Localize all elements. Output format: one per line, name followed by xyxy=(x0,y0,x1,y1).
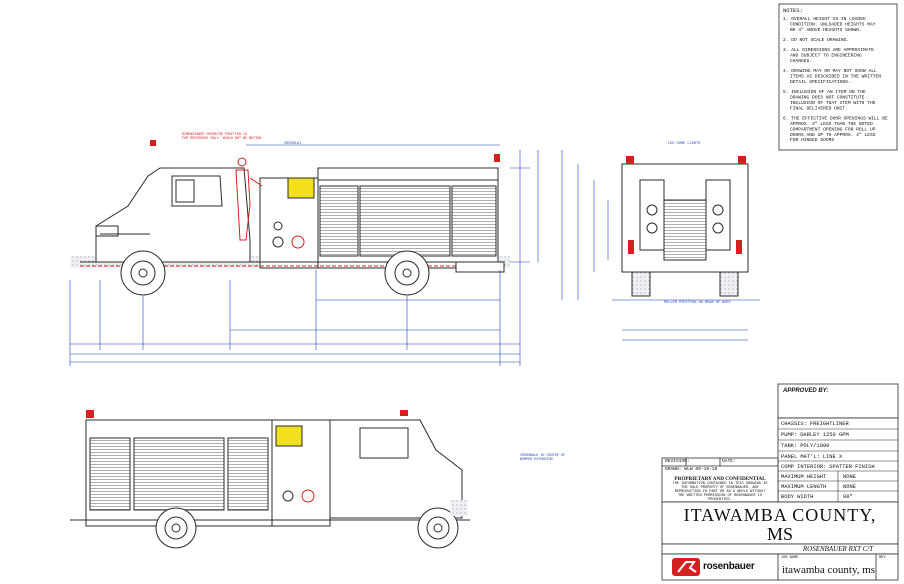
brand-wordmark: rosenbauer xyxy=(703,561,755,572)
spec-row: CHASSIS:FREIGHTLINER xyxy=(781,421,897,427)
note-line: BE 4" ABOVE HEIGHTS SHOWN. xyxy=(790,27,862,33)
customer-line-1: ITAWAMBA COUNTY, xyxy=(683,505,877,525)
opposite-side-view-truck xyxy=(70,410,470,549)
notes-text: 1. OVERALL HEIGHT IS IN LOADEDCONDITION.… xyxy=(783,16,888,143)
spec-value: DARLEY 1250 GPM xyxy=(800,432,849,438)
proprietary-line: THE SOLE PROPERTY OF ROSENBAUER. ANY xyxy=(681,485,759,490)
spec-value: FREIGHTLINER xyxy=(809,421,849,427)
rear-wheel xyxy=(384,250,430,296)
note-line: INCLUSION OF THAT ITEM WITH THE xyxy=(790,100,876,106)
spec-rows xyxy=(778,428,898,502)
spec-label: TANK: xyxy=(781,443,798,449)
spec-label: CHASSIS: xyxy=(781,421,807,427)
model-name: ROSENBAUER RXT C/T xyxy=(802,545,874,553)
proprietary-line: THE WRITTEN PERMISSION OF ROSENBAUER IS xyxy=(677,493,763,498)
spec-row: BODY WIDTH 98" xyxy=(781,494,897,500)
date-label: DATE: xyxy=(722,459,736,464)
drawn-value: WLW xyxy=(684,467,693,472)
proprietary-line: THE INFORMATION CONTAINED IN THIS DRAWIN… xyxy=(672,482,768,486)
spec-value: NONE xyxy=(843,474,856,480)
foam-tank xyxy=(287,177,315,199)
spec-row: MAXIMUM LENGTH NONE xyxy=(781,484,897,490)
operator-figure xyxy=(235,157,263,241)
note-line: DRAWING DOES NOT CONSTITUTE xyxy=(790,95,865,101)
note-line: APPROX. 3" LESS THAN THE NOTED xyxy=(790,121,873,127)
rear-light-note: LED DOME LIGHTS xyxy=(668,142,701,146)
spec-value: POLY/1000 xyxy=(800,443,830,449)
drawn-label: DRAWN: xyxy=(665,467,682,472)
proprietary-line: REPRODUCTION IN PART OR AS A WHOLE WITHO… xyxy=(674,489,766,494)
spec-label: BODY WIDTH xyxy=(781,494,814,500)
note-line: CONDITION. UNLOADED HEIGHTS MAY xyxy=(790,21,876,27)
operator-note-line: DIMENSIONED OPERATOR POSITION IS xyxy=(182,133,248,137)
note-line: FOR HINGED DOORS xyxy=(790,137,834,143)
note-line: AND SUBJECT TO ENGINEERING xyxy=(790,53,862,59)
note-line: 3. ALL DIMENSIONS ARE APPROXIMATE xyxy=(783,47,874,53)
rear-wheel-lower xyxy=(155,507,197,549)
front-wheel xyxy=(120,250,166,296)
rosenbauer-logo-icon xyxy=(672,558,700,576)
revision-label: REVISION: xyxy=(665,459,690,464)
front-wheel-lower xyxy=(417,507,459,549)
foam-tank-lower xyxy=(275,425,303,447)
cab-lower xyxy=(329,419,463,519)
side-view-truck xyxy=(70,140,510,296)
spec-label: PANEL MAT'L: xyxy=(781,454,820,460)
note-line: 4. DRAWING MAY OR MAY NOT SHOW ALL xyxy=(783,68,877,74)
spec-label: MAXIMUM HEIGHT xyxy=(781,474,827,480)
note-line: 2. DO NOT SCALE DRAWING. xyxy=(783,37,849,43)
spec-row: MAXIMUM HEIGHT NONE xyxy=(781,474,897,480)
operator-note-line: FOR REFERENCE ONLY. WOULD NOT BE MOTION xyxy=(182,137,262,141)
title-block xyxy=(661,383,899,581)
notes-heading: NOTES: xyxy=(783,7,803,14)
spec-label: MAXIMUM LENGTH xyxy=(781,484,827,490)
note-line: DOORS AND UP TO APPROX. 4" LESS xyxy=(790,132,876,138)
spec-label: COMP INTERIOR: xyxy=(781,464,827,470)
sheet-rev-label: REV xyxy=(879,556,886,560)
spec-value: LINE X xyxy=(822,454,843,460)
spec-value: SPATTER FINISH xyxy=(829,464,875,470)
proprietary-title: PROPRIETARY AND CONFIDENTIAL xyxy=(674,476,766,482)
spec-row: PANEL MAT'L:LINE X xyxy=(781,454,897,460)
side-view-dimensions xyxy=(69,144,539,366)
note-line: CHANGES. xyxy=(790,58,812,64)
spec-value: NONE xyxy=(843,484,856,490)
note-line: FINAL DELIVERED UNIT. xyxy=(790,105,848,111)
drawn-date: 09-16-18 xyxy=(695,467,718,472)
job-name-label: JOB NAME xyxy=(781,556,799,560)
proprietary-body: THE INFORMATION CONTAINED IN THIS DRAWIN… xyxy=(664,482,776,503)
spec-row: TANK:POLY/1000 xyxy=(781,443,897,449)
crosswalk-note: CROSSWALK IN CENTER OF BUMPER EXTENSION xyxy=(520,454,565,462)
approved-by-label: APPROVED BY: xyxy=(783,388,829,394)
note-line: 5. INCLUSION OF AN ITEM ON THE xyxy=(783,89,866,95)
rear-view-truck xyxy=(561,150,760,341)
crosslay-note: CROSSLAY xyxy=(284,142,302,146)
spec-value: 98" xyxy=(843,494,853,500)
note-line: 1. OVERALL HEIGHT IS IN LOADED xyxy=(783,16,866,22)
note-line: 6. THE EFFECTIVE DOOR OPENINGS WILL BE xyxy=(783,116,888,122)
proprietary-line: PROHIBITED. xyxy=(708,497,732,502)
notes-box xyxy=(778,3,898,151)
spec-row: PUMP:DARLEY 1250 GPM xyxy=(781,432,897,438)
note-line: DETAIL SPECIFICATIONS. xyxy=(790,79,851,85)
rear-roller-note: ROLLER POSITION ON REAR OF BODY xyxy=(664,301,731,305)
spec-label: PUMP: xyxy=(781,432,798,438)
customer-line-2: MS xyxy=(766,524,793,544)
job-name-value: itawamba county, ms xyxy=(782,564,876,576)
note-line: ITEMS AS DESCRIBED IN THE WRITTEN xyxy=(790,74,881,80)
note-line: COMPARTMENT OPENING FOR ROLL UP xyxy=(790,126,876,132)
spec-row: COMP INTERIOR:SPATTER FINISH xyxy=(781,464,897,470)
drawn-row: DRAWN: WLW 09-16-18 xyxy=(665,467,717,472)
